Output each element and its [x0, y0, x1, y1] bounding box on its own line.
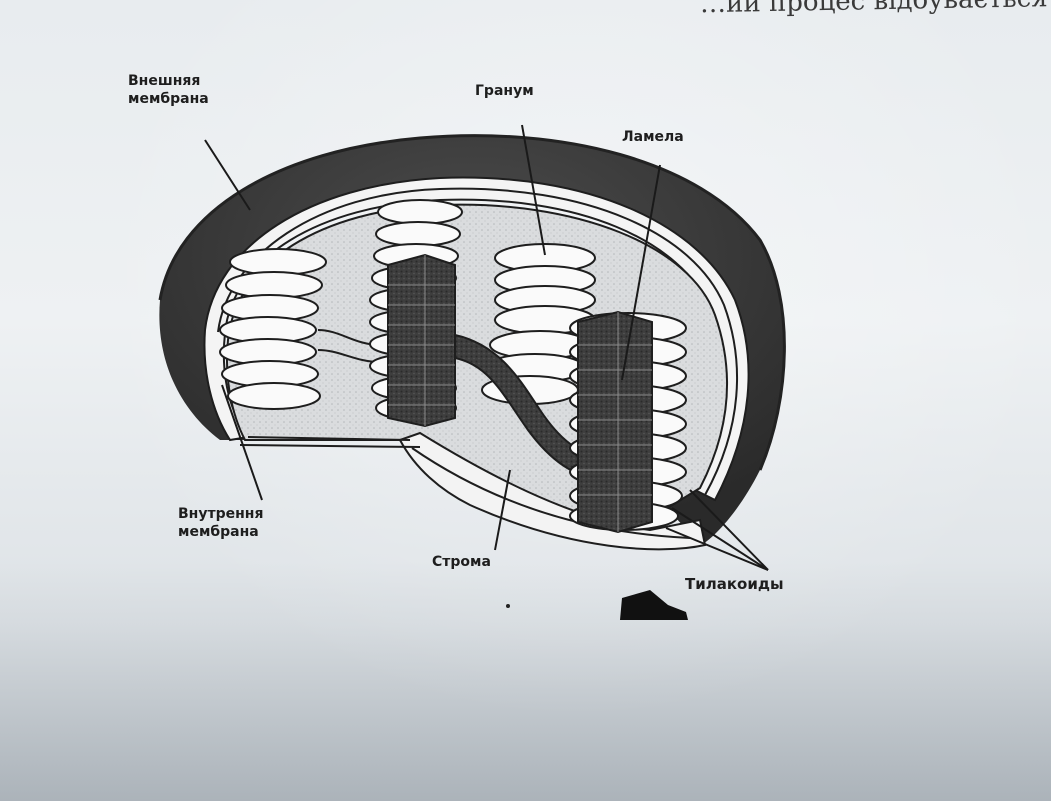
- label-outer-membrane-line1: Внешняя: [128, 72, 209, 90]
- label-stroma: Строма: [432, 553, 491, 571]
- label-outer-membrane-line2: мембрана: [128, 90, 209, 108]
- print-smudge: [620, 590, 688, 620]
- central-granum-cut: [388, 255, 455, 426]
- label-lamella: Ламела: [622, 128, 684, 146]
- label-outer-membrane: Внешняя мембрана: [128, 72, 209, 108]
- label-granum: Гранум: [475, 82, 534, 100]
- label-inner-membrane: Внутрення мембрана: [178, 505, 263, 541]
- label-inner-membrane-line1: Внутрення: [178, 505, 263, 523]
- label-thylakoids: Тилакоиды: [685, 575, 784, 593]
- label-inner-membrane-line2: мембрана: [178, 523, 263, 541]
